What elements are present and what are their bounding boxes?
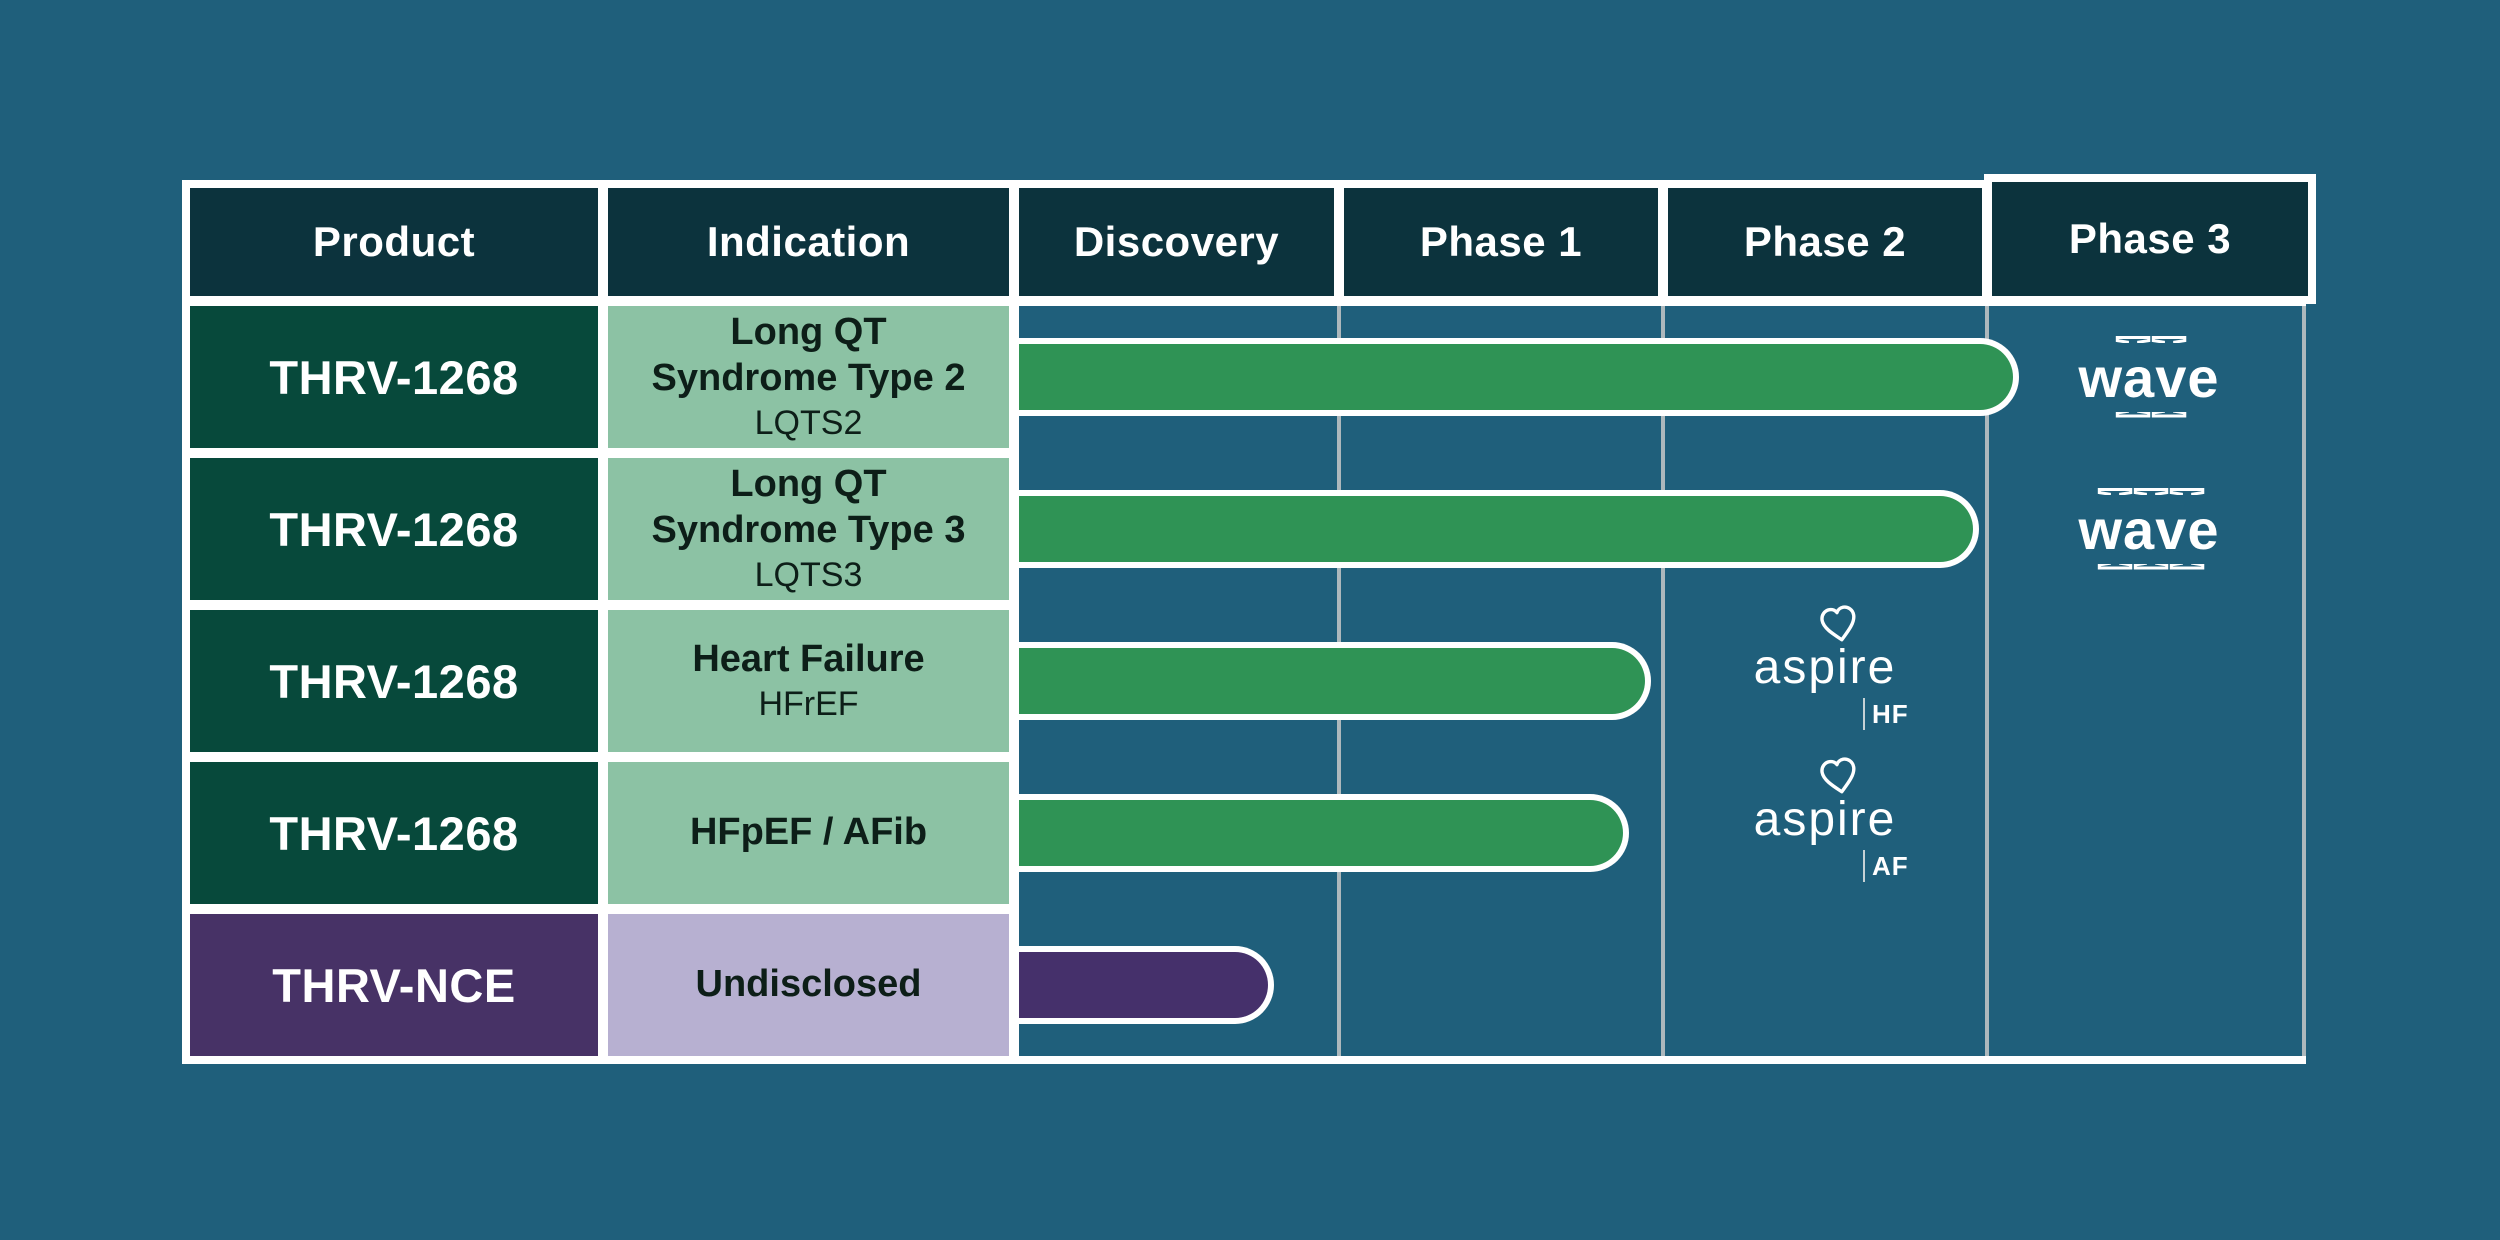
wave-wordmark: wave: [2068, 342, 2230, 412]
product-cell: THRV-1268: [190, 762, 598, 904]
product-label: THRV-1268: [269, 502, 519, 556]
indication-line: Long QT: [730, 463, 887, 505]
wave-3-logo: III wave: [1989, 449, 2309, 609]
product-cell: THRV-NCE: [190, 914, 598, 1056]
indication-subtext: LQTS2: [754, 404, 863, 443]
aspire-wordmark: aspire: [1753, 641, 1897, 694]
indication-cell: Undisclosed: [608, 914, 1009, 1056]
product-label: THRV-1268: [269, 654, 519, 708]
header-label: Discovery: [1073, 218, 1280, 265]
indication-cell: Heart Failure HFrEF: [608, 610, 1009, 752]
indication-cell: Long QT Syndrome Type 2 LQTS2: [608, 306, 1009, 448]
progress-bar-row2: [1019, 490, 1979, 568]
product-label: THRV-1268: [269, 350, 519, 404]
indication-cell: Long QT Syndrome Type 3 LQTS3: [608, 458, 1009, 600]
progress-bar-row1: [1019, 338, 2019, 416]
stage-divider-phase1-phase2: [1661, 306, 1665, 1056]
indication-line: Syndrome Type 2: [651, 356, 966, 399]
indication-line: Syndrome Type 3: [651, 508, 966, 551]
header-cell-discovery: Discovery: [1019, 188, 1334, 296]
header-label: Product: [312, 218, 476, 265]
progress-bar-row3: [1019, 642, 1651, 720]
progress-bar-row4: [1019, 794, 1629, 872]
pipeline-table: Product Indication Discovery Phase 1 Pha…: [182, 174, 2316, 1064]
stage-chart-area: II wave III wave aspire HF aspire AF: [1019, 306, 2306, 1056]
aspire-wordmark: aspire: [1753, 793, 1897, 846]
heart-icon: [1820, 605, 1856, 642]
aspire-sub-label: AF: [1863, 850, 1909, 882]
header-cell-indication: Indication: [608, 188, 1009, 296]
wave-wordmark: wave: [2068, 494, 2230, 564]
wave-2-logo: II wave: [1989, 297, 2309, 457]
product-cell: THRV-1268: [190, 610, 598, 752]
aspire-hf-logo: aspire HF: [1665, 596, 1985, 766]
header-label: Phase 3: [2068, 215, 2232, 262]
indication-cell: HFpEF / AFib: [608, 762, 1009, 904]
indication-subtext: LQTS3: [754, 556, 863, 595]
indication-subtext: HFrEF: [758, 685, 859, 724]
progress-bar-row5: [1019, 946, 1274, 1024]
indication-line: HFpEF / AFib: [689, 811, 928, 854]
stage-divider-phase2-phase3: [1985, 306, 1989, 1056]
header-label: Indication: [706, 218, 911, 265]
aspire-sub-label: HF: [1863, 698, 1909, 730]
heart-icon: [1820, 757, 1856, 794]
header-cell-phase3: Phase 3: [1984, 174, 2316, 304]
header-cell-phase2: Phase 2: [1668, 188, 1982, 296]
indication-line: Long QT: [730, 311, 887, 353]
product-cell: THRV-1268: [190, 306, 598, 448]
indication-line: Undisclosed: [695, 963, 922, 1006]
indication-line: Heart Failure: [692, 637, 925, 680]
product-label: THRV-1268: [269, 806, 519, 860]
header-label: Phase 2: [1743, 218, 1907, 265]
product-cell: THRV-1268: [190, 458, 598, 600]
header-cell-phase1: Phase 1: [1344, 188, 1658, 296]
aspire-af-logo: aspire AF: [1665, 748, 1985, 918]
header-cell-product: Product: [190, 188, 598, 296]
header-label: Phase 1: [1419, 218, 1583, 265]
product-label: THRV-NCE: [272, 958, 516, 1012]
